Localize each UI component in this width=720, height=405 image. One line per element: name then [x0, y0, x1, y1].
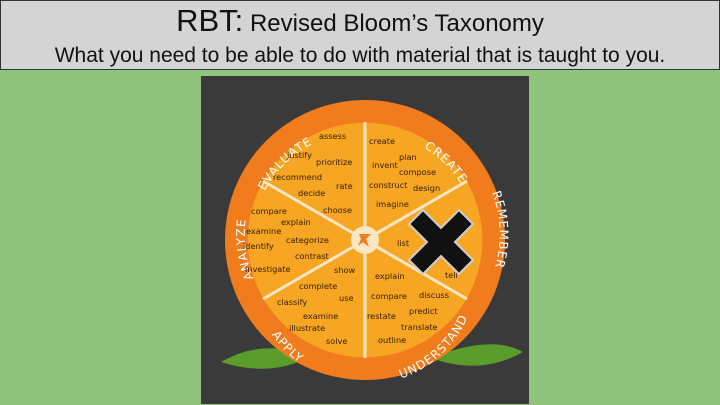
x-mark-icon: [407, 208, 475, 276]
words-understand: explain compare discuss restate predict …: [367, 271, 449, 345]
word-understand-0: explain: [375, 271, 405, 281]
word-apply-2: use: [339, 293, 354, 303]
segment-create: [365, 122, 467, 240]
title-bar: RBT: Revised Bloom’s Taxonomy What you n…: [0, 0, 720, 70]
word-evaluate-1: justify: [286, 150, 312, 160]
segment-evaluate: [263, 122, 365, 240]
word-understand-4: predict: [409, 306, 438, 316]
word-analyze-6: investigate: [245, 264, 291, 274]
segment-understand: [365, 240, 467, 358]
page-subtitle: What you need to be able to do with mate…: [54, 44, 666, 67]
word-analyze-5: contrast: [295, 251, 330, 261]
words-apply: show complete use classify examine illus…: [277, 265, 355, 346]
word-evaluate-4: rate: [336, 181, 353, 191]
segment-dividers: [262, 122, 468, 358]
word-apply-5: illustrate: [289, 323, 325, 333]
segment-analyze: [247, 181, 365, 299]
word-apply-3: classify: [277, 297, 307, 307]
word-analyze-3: categorize: [286, 235, 329, 245]
word-analyze-1: explain: [281, 217, 311, 227]
word-evaluate-2: prioritize: [316, 157, 352, 167]
word-remember-0: list: [397, 238, 410, 248]
orange-wheel-svg: EVALUATE CREATE REMEMBER UNDERSTAND APPL…: [221, 100, 523, 381]
words-evaluate: assess justify prioritize recommend rate…: [273, 131, 353, 215]
word-create-5: design: [413, 183, 440, 193]
words-remember: list tell: [397, 238, 458, 280]
title-rest: Revised Bloom’s Taxonomy: [249, 10, 544, 37]
word-create-2: invent: [372, 160, 399, 170]
word-create-1: plan: [399, 152, 417, 162]
word-understand-6: outline: [378, 335, 406, 345]
word-create-3: compose: [399, 167, 436, 177]
word-apply-4: examine: [303, 311, 338, 321]
word-understand-2: discuss: [419, 290, 449, 300]
word-understand-1: compare: [371, 291, 407, 301]
word-analyze-4: identify: [243, 241, 274, 251]
word-analyze-0: compare: [251, 206, 287, 216]
word-evaluate-3: recommend: [273, 172, 322, 182]
word-understand-3: restate: [367, 311, 396, 321]
word-evaluate-5: decide: [298, 188, 325, 198]
page-title: RBT: Revised Bloom’s Taxonomy: [1, 5, 719, 40]
word-analyze-2: examine: [246, 226, 281, 236]
word-apply-1: complete: [299, 281, 337, 291]
word-apply-6: solve: [326, 336, 347, 346]
word-apply-0: show: [334, 265, 355, 275]
word-create-6: imagine: [376, 199, 409, 209]
center-seed-icon: [358, 234, 371, 247]
word-remember-1: tell: [445, 270, 458, 280]
words-create: create plan invent compose construct des…: [369, 136, 440, 209]
words-analyze: compare explain examine categorize ident…: [243, 206, 330, 274]
blooms-orange-diagram: EVALUATE CREATE REMEMBER UNDERSTAND APPL…: [201, 76, 529, 404]
word-create-0: create: [369, 136, 395, 146]
title-abbr: RBT:: [176, 3, 244, 38]
segment-apply: [263, 240, 365, 358]
word-evaluate-0: assess: [319, 131, 346, 141]
word-evaluate-6: choose: [323, 205, 352, 215]
word-create-4: construct: [369, 180, 408, 190]
leaf-right: [431, 344, 523, 366]
word-understand-5: translate: [401, 322, 438, 332]
